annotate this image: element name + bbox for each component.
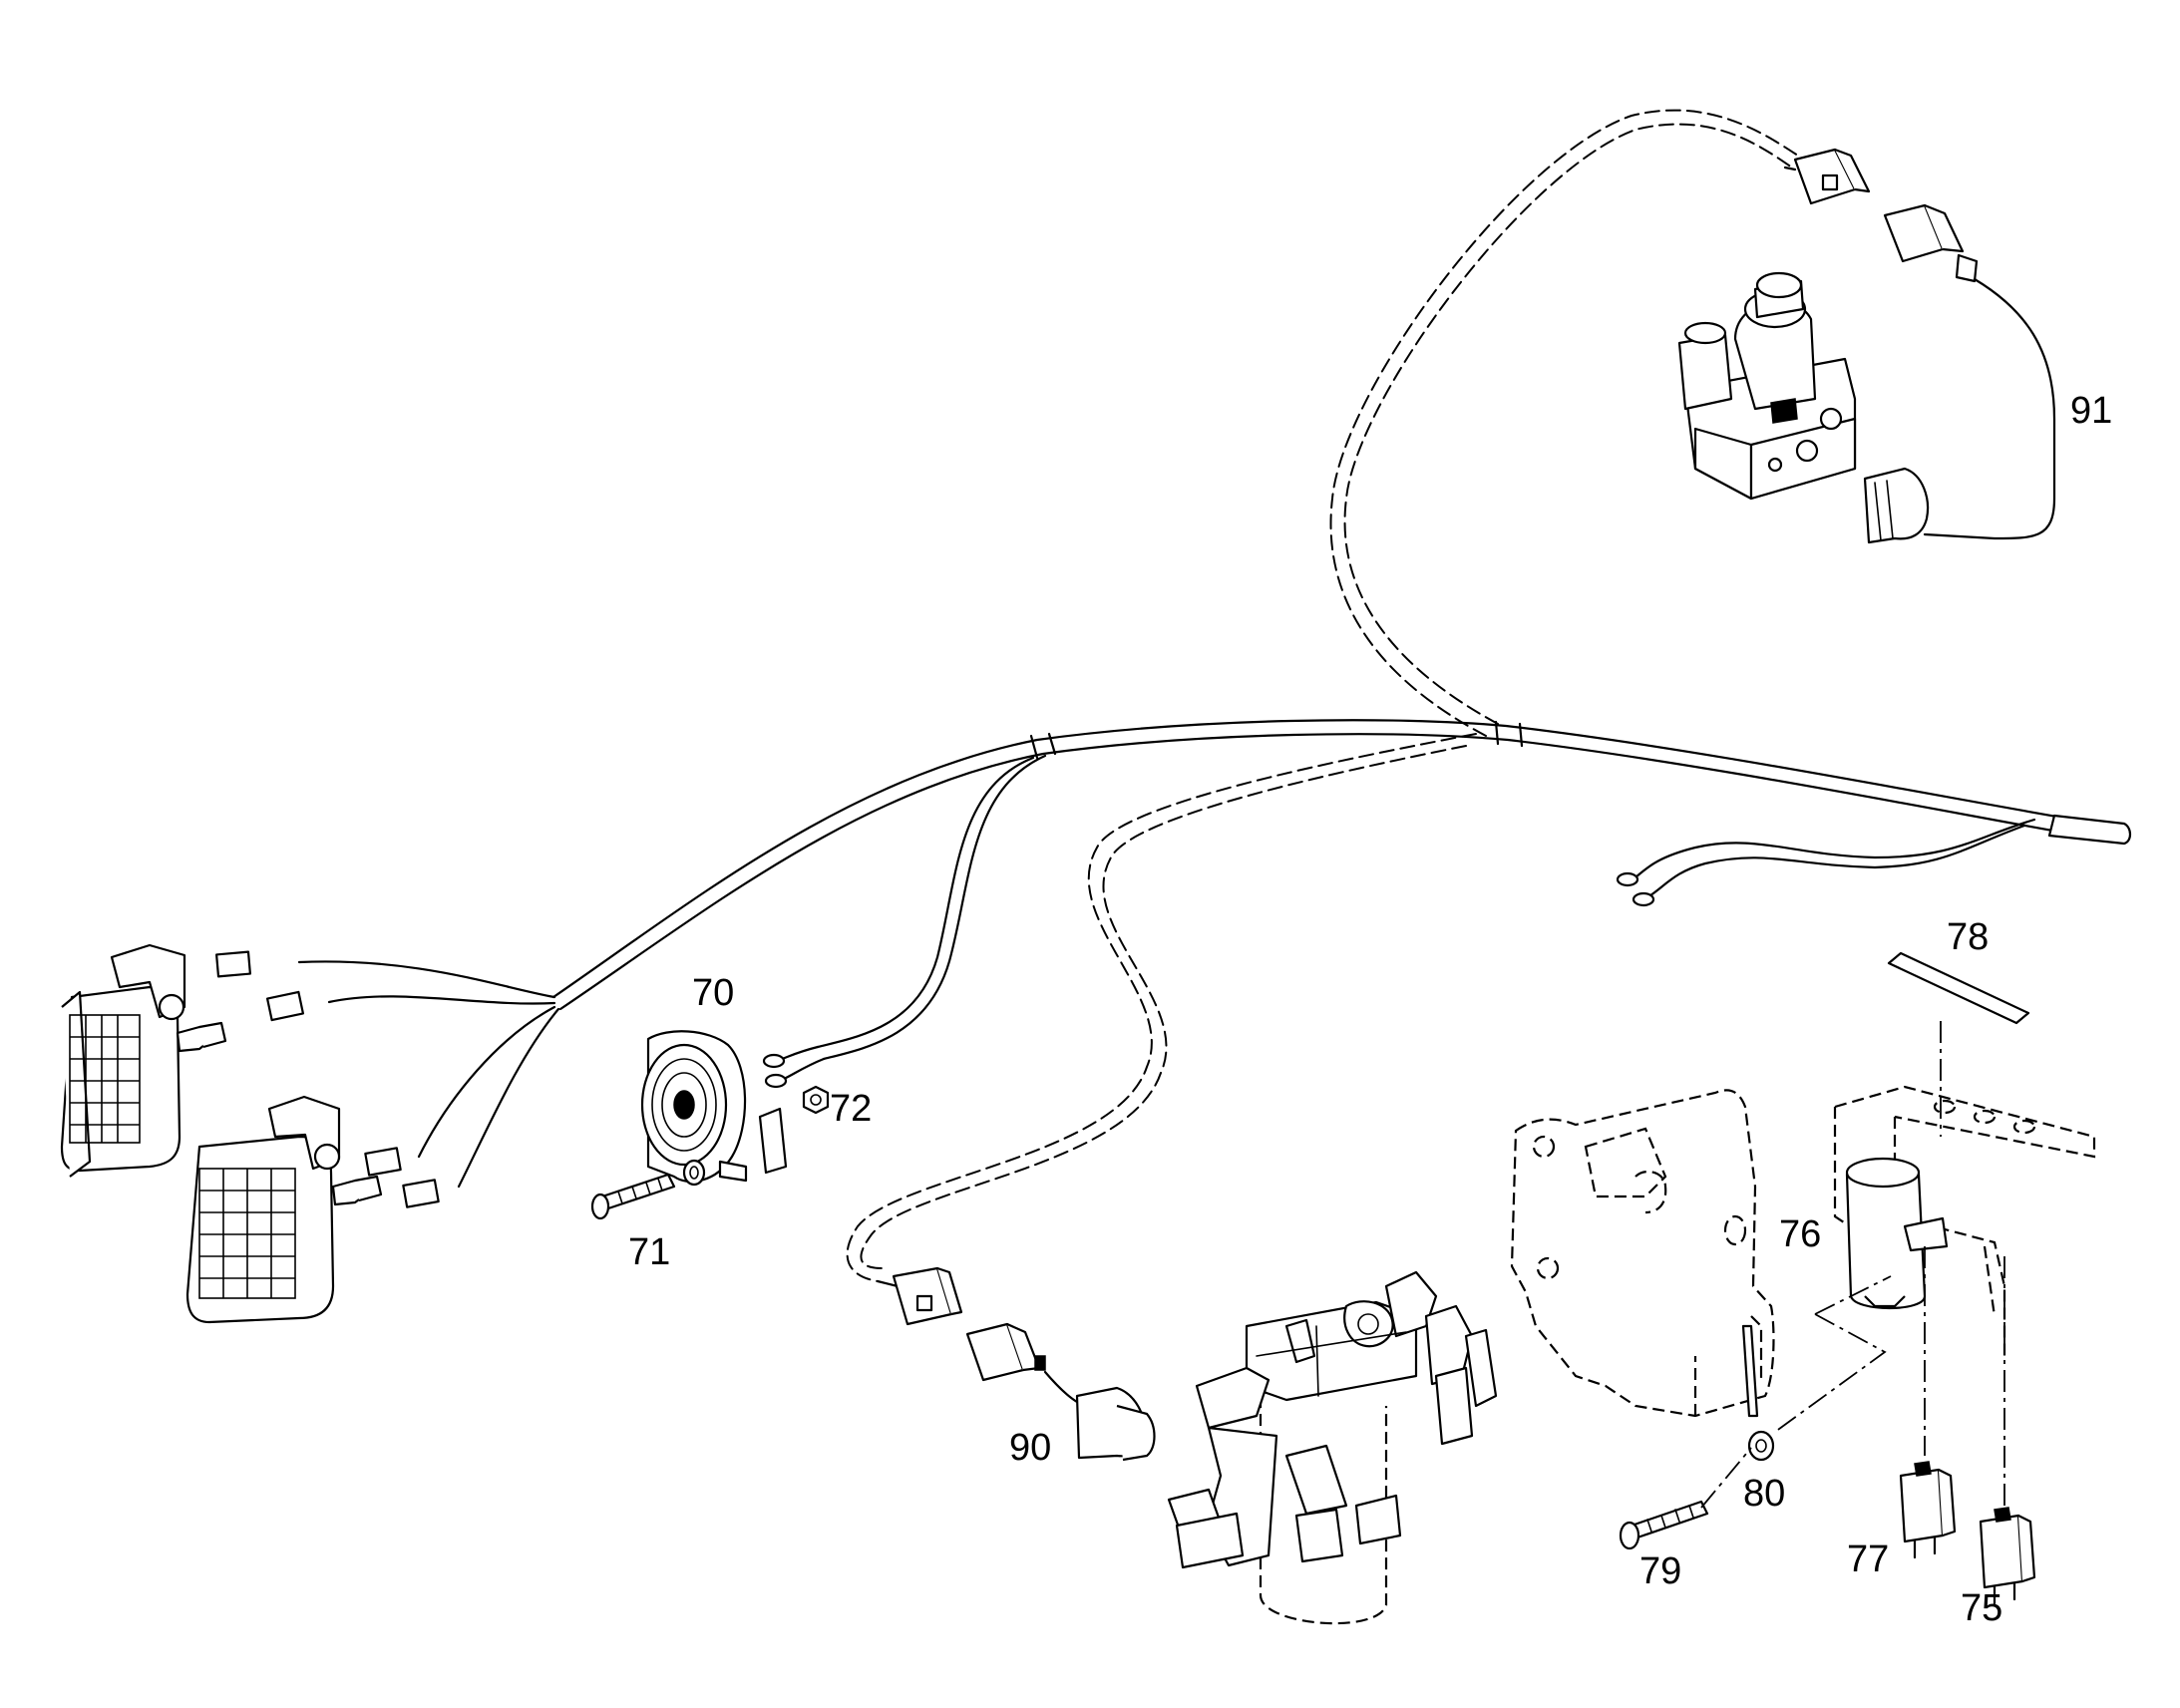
horn [640,1030,826,1184]
work-lamp-upper [60,943,227,1178]
callout-90: 90 [1009,1427,1051,1469]
callout-76: 76 [1779,1213,1821,1255]
callout-71: 71 [628,1231,670,1273]
harness-end-sleeve [2047,814,2132,846]
horn-nut [802,1085,830,1115]
callout-labels: 70 71 72 75 76 77 78 79 80 90 91 [628,390,2112,1629]
control-housing-76 [1510,1089,1775,1418]
decal-label-78 [1887,951,2030,1025]
assembly-center-lines [1700,1021,2005,1509]
work-lamp-lower [185,1095,383,1324]
control-valve-91 [1677,148,2056,544]
screw-79 [1619,1500,1709,1550]
relay-can [1845,1157,1949,1310]
callout-78: 78 [1947,916,1989,958]
callout-80: 80 [1743,1473,1785,1515]
callout-70: 70 [692,972,734,1014]
filter-valve-assembly [1167,1270,1498,1625]
horn-bracket [758,1107,788,1175]
lamp-plug-connectors [215,950,440,1208]
callout-91: 91 [2070,390,2112,432]
wiring-harness [297,109,2132,1282]
callout-77: 77 [1847,1538,1889,1580]
switch-77 [1899,1461,1957,1559]
callout-72: 72 [830,1088,872,1130]
callout-75: 75 [1961,1587,2002,1629]
washer-80 [1747,1430,1775,1462]
horn-screw-and-washer [590,1159,706,1220]
housing-stud [1741,1324,1759,1418]
sensor-connector-90 [876,1266,1156,1462]
ring-terminals [1616,871,1655,907]
callout-79: 79 [1639,1550,1681,1592]
switch-75 [1979,1507,2036,1605]
